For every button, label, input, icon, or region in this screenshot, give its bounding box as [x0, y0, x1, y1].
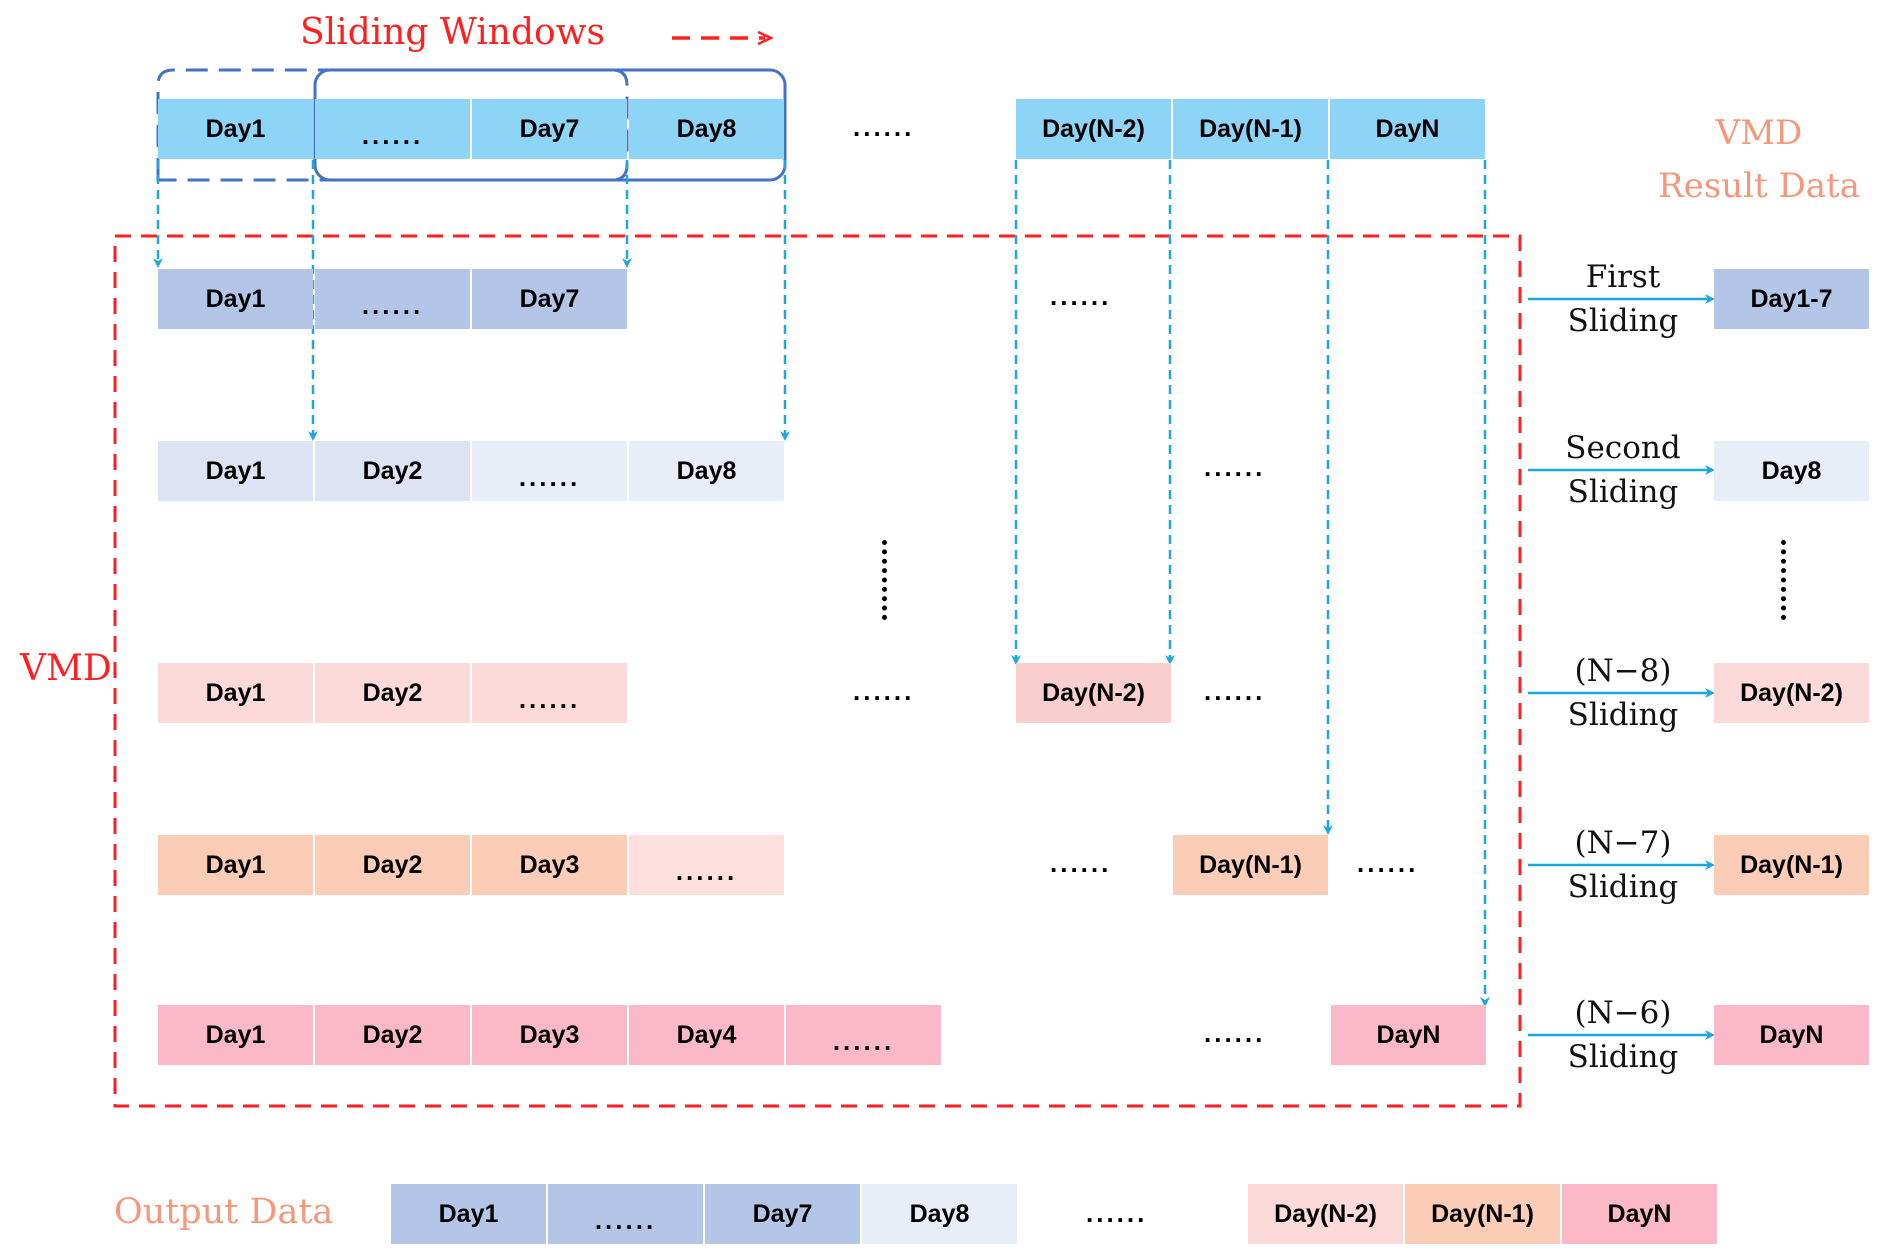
output-data-label: Output Data — [114, 1192, 334, 1232]
sliding-label-4-bottom: Sliding — [1567, 869, 1679, 905]
sliding-label-5-bottom: Sliding — [1567, 1039, 1679, 1075]
results-vertical-ellipsis — [1781, 540, 1792, 620]
row4-mid-dots: ...... — [1050, 848, 1112, 878]
vmd-result-label-line1: VMD — [1715, 113, 1803, 153]
top-cell-day1: Day1 — [158, 99, 313, 159]
top-cell-day8: Day8 — [629, 99, 784, 159]
vmd-result-label-line2: Result Data — [1658, 166, 1860, 206]
result-cell-dayn-2: Day(N-2) — [1714, 663, 1869, 723]
output-cell-day7: Day7 — [705, 1184, 860, 1244]
top-cell-dayn: DayN — [1330, 99, 1485, 159]
row5-cell-day4: Day4 — [629, 1005, 784, 1065]
top-cell-dayn-1: Day(N-1) — [1173, 99, 1328, 159]
vmd-boundary — [113, 234, 1522, 1108]
result-cell-day1-7: Day1-7 — [1714, 269, 1869, 329]
row4-cell-day3: Day3 — [472, 835, 627, 895]
output-cell-dayn-1: Day(N-1) — [1405, 1184, 1560, 1244]
row5-mid-dots: ...... — [1204, 1018, 1266, 1048]
sliding-label-5-top: (N−6) — [1574, 995, 1672, 1031]
row4-cell-dots: ...... — [629, 835, 784, 895]
result-cell-day8: Day8 — [1714, 441, 1869, 501]
output-cell-day8: Day8 — [862, 1184, 1017, 1244]
row2-cell-day2: Day2 — [315, 441, 470, 501]
sliding-label-1-top: First — [1585, 259, 1661, 295]
row4-cell-dayn-1: Day(N-1) — [1173, 835, 1328, 895]
row4-cell-day1: Day1 — [158, 835, 313, 895]
row4-cell-day2: Day2 — [315, 835, 470, 895]
row1-cell-day1: Day1 — [158, 269, 313, 329]
row3-cell-day1: Day1 — [158, 663, 313, 723]
row3-cell-dots: ...... — [472, 663, 627, 723]
sliding-label-4-top: (N−7) — [1574, 825, 1672, 861]
sliding-label-3-top: (N−8) — [1574, 653, 1672, 689]
result-cell-dayn: DayN — [1714, 1005, 1869, 1065]
row3-cell-dayn-2: Day(N-2) — [1016, 663, 1171, 723]
sliding-label-1-bottom: Sliding — [1567, 303, 1679, 339]
output-cell-dayn-2: Day(N-2) — [1248, 1184, 1403, 1244]
row5-cell-dayn: DayN — [1331, 1005, 1486, 1065]
first-window-frame — [156, 68, 629, 182]
row5-cell-day1: Day1 — [158, 1005, 313, 1065]
output-cell-dayn: DayN — [1562, 1184, 1717, 1244]
row1-cell-day7: Day7 — [472, 269, 627, 329]
sliding-label-2-top: Second — [1565, 430, 1681, 466]
row4-right-dots: ...... — [1357, 848, 1419, 878]
row5-cell-day3: Day3 — [472, 1005, 627, 1065]
rows-vertical-ellipsis — [882, 540, 893, 620]
row1-mid-dots: ...... — [1050, 281, 1112, 311]
row3-cell-day2: Day2 — [315, 663, 470, 723]
sliding-windows-title: Sliding Windows — [300, 12, 605, 53]
top-cell-dayn-2: Day(N-2) — [1016, 99, 1171, 159]
output-cell-dots: ...... — [548, 1184, 703, 1244]
sliding-label-2-bottom: Sliding — [1567, 474, 1679, 510]
row2-cell-dots: ...... — [472, 441, 627, 501]
sliding-label-3-bottom: Sliding — [1567, 697, 1679, 733]
top-cell-day7: Day7 — [472, 99, 627, 159]
row3-right-dots: ...... — [1204, 676, 1266, 706]
output-cell-day1: Day1 — [391, 1184, 546, 1244]
result-cell-dayn-1: Day(N-1) — [1714, 835, 1869, 895]
vmd-label: VMD — [20, 648, 112, 689]
row2-cell-day1: Day1 — [158, 441, 313, 501]
row2-mid-dots: ...... — [1204, 452, 1266, 482]
row5-cell-day2: Day2 — [315, 1005, 470, 1065]
row2-cell-day8: Day8 — [629, 441, 784, 501]
top-row-mid-dots: ...... — [853, 112, 915, 142]
row1-cell-dots: ...... — [315, 269, 470, 329]
row5-cell-dots: ...... — [786, 1005, 941, 1065]
output-mid-dots: ...... — [1086, 1198, 1148, 1228]
top-cell-dots: ...... — [315, 99, 470, 159]
row3-mid-dots: ...... — [853, 676, 915, 706]
